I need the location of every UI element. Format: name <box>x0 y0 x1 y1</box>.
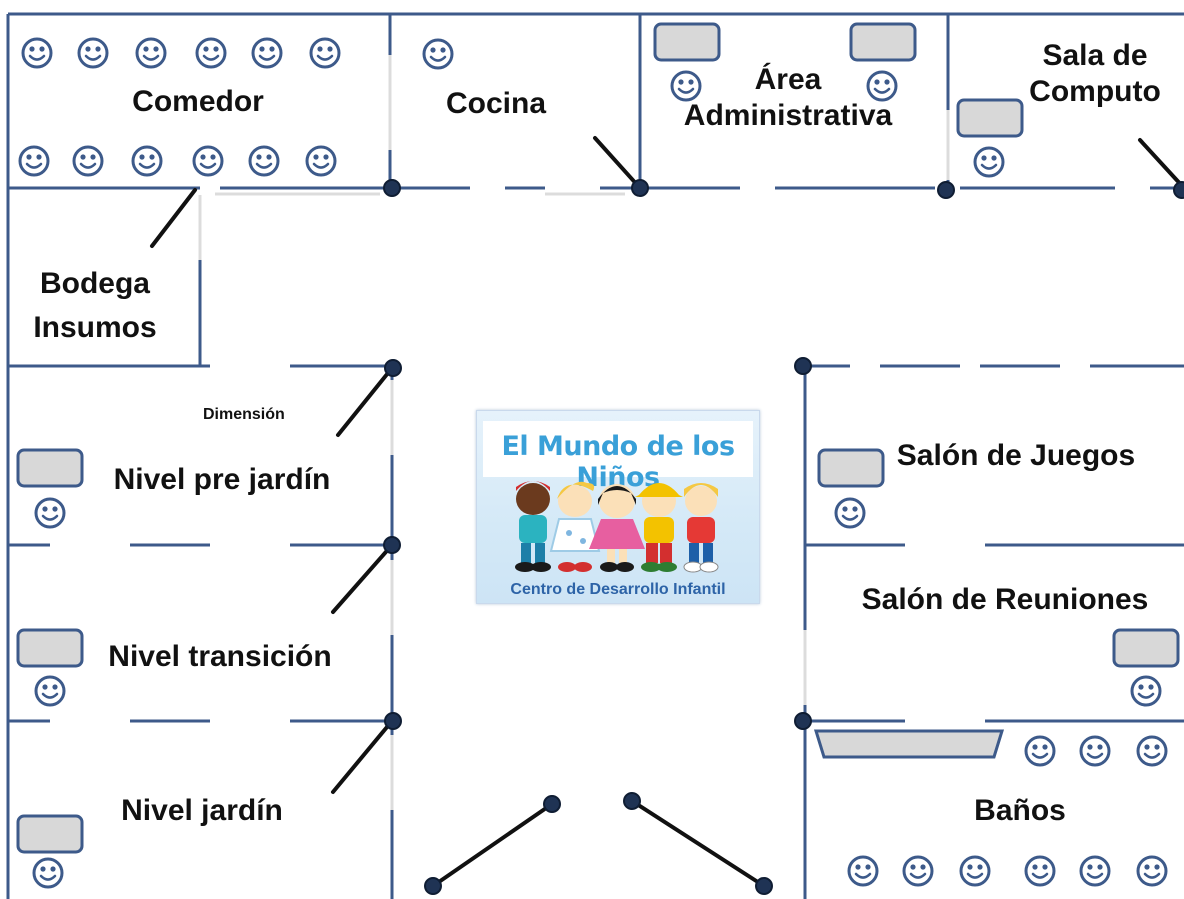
room-label-comedor: Comedor <box>132 85 264 118</box>
door-openings <box>198 55 950 810</box>
logo-children-illustration <box>515 481 719 573</box>
smiley-face-icon <box>248 145 280 177</box>
smiley-face-icon <box>195 37 227 69</box>
smiley-face-icon <box>422 38 454 70</box>
room-label-nivel-transicion: Nivel transición <box>108 640 332 673</box>
smiley-face-icon <box>973 146 1005 178</box>
wall-nodes <box>383 179 1184 895</box>
door-swings <box>150 136 1184 888</box>
room-label-line: Insumos <box>33 310 157 344</box>
room-label-salon-juegos: Salón de Juegos <box>896 439 1136 472</box>
child-figure <box>589 484 645 572</box>
smiley-face-icon <box>309 37 341 69</box>
smiley-face-icon <box>1136 855 1168 887</box>
desk-icon <box>16 628 84 668</box>
bathroom-counter-icon <box>813 729 1005 759</box>
smiley-face-icon <box>1079 855 1111 887</box>
desk-icon <box>817 448 885 488</box>
child-figure <box>515 481 551 572</box>
smiley-face-icon <box>1130 675 1162 707</box>
smiley-face-icon <box>251 37 283 69</box>
smiley-face-icon <box>192 145 224 177</box>
child-figure <box>635 483 683 572</box>
smiley-face-icon <box>18 145 50 177</box>
room-label-bodega-insumos: Bodega Insumos <box>20 262 170 349</box>
logo-subtitle: Centro de Desarrollo Infantil <box>510 581 726 598</box>
smiley-face-icon <box>77 37 109 69</box>
room-label-nivel-pre-jardin: Nivel pre jardín <box>113 463 331 496</box>
desk-icon <box>1112 628 1180 668</box>
smiley-face-icon <box>1079 735 1111 767</box>
smiley-face-icon <box>959 855 991 887</box>
room-label-sala-computo: Sala de Computo <box>1020 38 1170 110</box>
smiley-face-icon <box>1024 735 1056 767</box>
logo-title: El Mundo de los Niños <box>501 431 735 493</box>
room-label-line: Administrativa <box>683 99 893 132</box>
desks <box>16 22 1180 854</box>
desk-icon <box>16 448 84 488</box>
smiley-face-icon <box>902 855 934 887</box>
room-label-banos: Baños <box>974 794 1066 827</box>
dimension-annotation: Dimensión <box>203 406 285 423</box>
room-label-line: Área <box>754 63 822 96</box>
child-figure <box>549 481 601 572</box>
desk-icon <box>653 22 721 62</box>
desk-icon <box>16 814 84 854</box>
smiley-face-icon <box>34 497 66 529</box>
child-figure <box>683 483 719 573</box>
room-label-line: Bodega <box>39 267 150 300</box>
smiley-face-icon <box>1136 735 1168 767</box>
smiley-face-icon <box>834 497 866 529</box>
room-label-line: Sala de <box>1042 39 1148 72</box>
smiley-face-icon <box>131 145 163 177</box>
smiley-face-icon <box>847 855 879 887</box>
room-label-nivel-jardin: Nivel jardín <box>121 794 283 827</box>
logo: El Mundo de los Niños <box>476 410 760 604</box>
smiley-face-icon <box>32 857 64 889</box>
room-label-salon-reuniones: Salón de Reuniones <box>861 583 1149 616</box>
room-label-cocina: Cocina <box>445 87 547 120</box>
smiley-face-icon <box>305 145 337 177</box>
smiley-face-icon <box>34 675 66 707</box>
room-label-line: Computo <box>1029 75 1161 108</box>
walls <box>6 12 1184 899</box>
logo-title-box <box>483 421 753 477</box>
desk-icon <box>849 22 917 62</box>
room-label-area-administrativa: Área Administrativa <box>668 62 908 134</box>
desk-icon <box>956 98 1024 138</box>
smiley-face-icon <box>1024 855 1056 887</box>
smiley-face-icon <box>21 37 53 69</box>
smiley-face-icon <box>135 37 167 69</box>
smiley-face-icon <box>72 145 104 177</box>
